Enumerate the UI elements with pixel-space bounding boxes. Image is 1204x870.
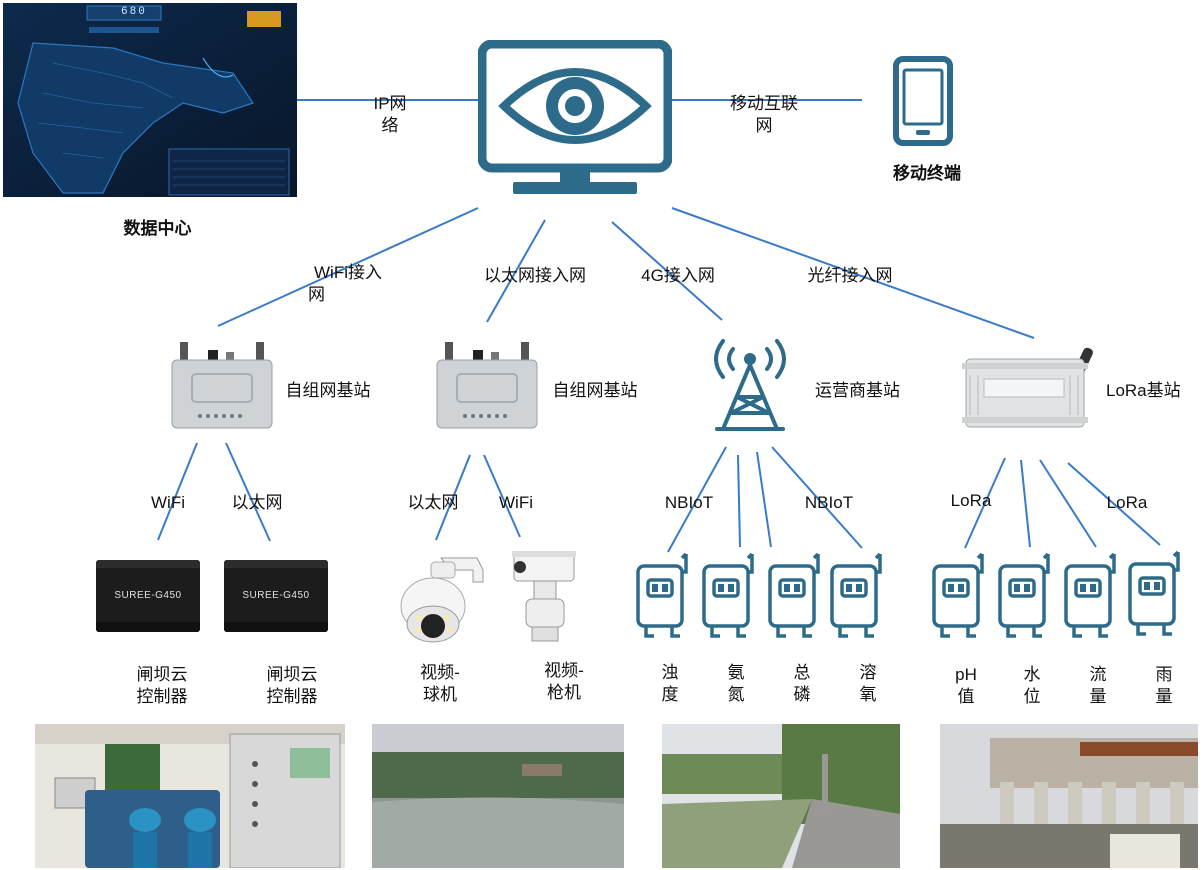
sensor-label: 总磷	[793, 663, 811, 704]
controller-device-image: SUREE-G450	[96, 560, 200, 632]
dome-camera-icon	[400, 557, 484, 643]
sensor-label: 水位	[1023, 665, 1041, 706]
link-label-lora: LoRa	[950, 491, 992, 510]
station-1-label: 自组网基站	[285, 381, 371, 400]
link-label-lora: LoRa	[1106, 493, 1148, 512]
4g-access-label: 4G接入网	[641, 266, 715, 285]
sensor-device-icon	[1064, 552, 1116, 638]
sensor-label: 氨氮	[727, 663, 745, 704]
mobile-phone-icon	[893, 56, 953, 146]
controller-1-label: 闸坝云 控制器	[136, 665, 188, 706]
link-label-ethernet: 以太网	[407, 493, 459, 512]
bullet-camera-icon	[512, 551, 576, 642]
wifi-access-line	[217, 207, 479, 327]
link-label-nbiot: NBIoT	[804, 493, 854, 512]
camera-dome-label: 视频- 球机	[420, 663, 460, 704]
monitor-eye-icon	[478, 40, 672, 194]
ethernet-access-line	[486, 219, 546, 323]
mobile-terminal-label: 移动终端	[893, 164, 961, 183]
fiber-access-label: 光纤接入网	[807, 266, 893, 285]
station-4-label: LoRa基站	[1106, 381, 1181, 400]
4g-access-line	[611, 221, 723, 321]
mobile-internet-label: 移动互联 网	[730, 94, 798, 135]
ethernet-access-label: 以太网接入网	[484, 266, 586, 285]
station-2-label: 自组网基站	[552, 381, 638, 400]
data-center-dashboard-image: 680	[3, 3, 297, 197]
sensor-label: 浊度	[661, 663, 679, 704]
sensor-label: 流量	[1089, 665, 1107, 706]
link-label-wifi: WiFi	[499, 493, 533, 512]
sensor-device-icon	[830, 552, 882, 638]
camera-bullet-label: 视频- 枪机	[544, 661, 584, 702]
wifi-access-label: WiFi接入 网	[308, 263, 382, 304]
sensor-device-icon	[702, 552, 754, 638]
lora-gateway-icon	[962, 347, 1093, 428]
sensor-device-icon	[636, 552, 688, 638]
router-gateway-icon	[171, 342, 273, 429]
ip-network-label: IP网 络	[373, 94, 407, 135]
controller-model-text: SUREE-G450	[242, 590, 310, 601]
sensor-device-icon	[932, 552, 984, 638]
cell-tower-icon	[714, 339, 786, 431]
controller-model-text: SUREE-G450	[114, 590, 182, 601]
data-center-label: 数据中心	[123, 219, 192, 238]
router-gateway-icon	[436, 342, 538, 429]
sensor-label: 雨量	[1155, 665, 1173, 706]
sensor-device-icon	[998, 552, 1050, 638]
controller-2-label: 闸坝云 控制器	[266, 665, 318, 706]
pump-room-photo	[35, 724, 345, 868]
station-3-label: 运营商基站	[815, 381, 900, 400]
fiber-access-line	[671, 207, 1035, 339]
sensor-label: 溶氧	[859, 663, 877, 704]
link-label-wifi: WiFi	[151, 493, 185, 512]
controller-device-image: SUREE-G450	[224, 560, 328, 632]
dashboard-map-graphic	[3, 3, 297, 197]
link-label-nbiot: NBIoT	[664, 493, 714, 512]
link-label-ethernet: 以太网	[231, 493, 283, 512]
river-photo	[372, 724, 624, 868]
dashboard-counter: 680	[121, 6, 147, 18]
canal-photo	[662, 724, 900, 868]
sluice-gate-photo	[940, 724, 1198, 868]
sensor-device-icon	[1128, 550, 1180, 636]
sensor-device-icon	[768, 552, 820, 638]
